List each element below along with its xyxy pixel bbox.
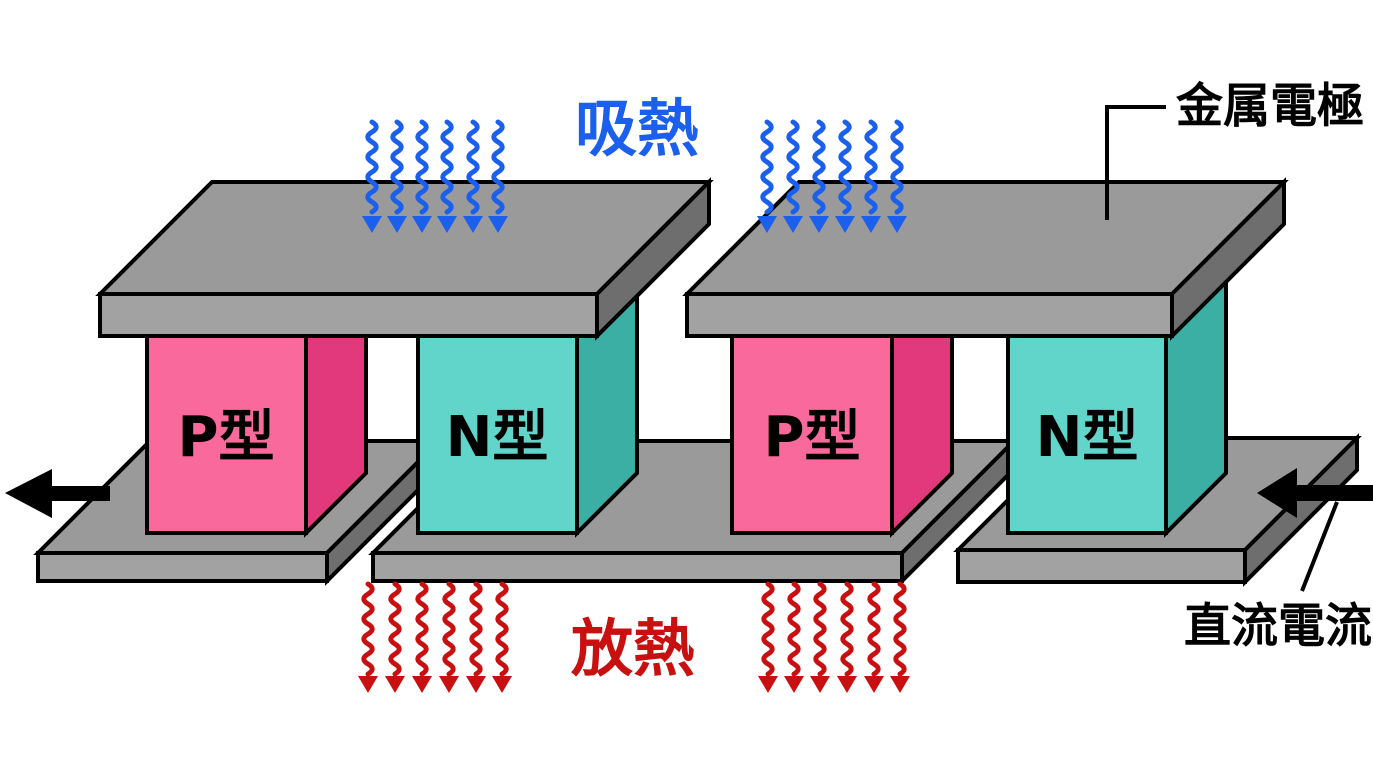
heat-dissipation-arrows [358, 581, 910, 693]
heat-wavy-arrow-icon [893, 581, 907, 677]
heat-arrowhead-icon [439, 676, 459, 693]
heat-arrowhead-icon [757, 216, 777, 233]
heat-arrowhead-icon [492, 676, 512, 693]
heat-wavy-arrow-icon [760, 119, 774, 215]
block-label-p1: P型 [177, 405, 274, 470]
heat-arrowhead-icon [385, 676, 405, 693]
block-label-n2: N型 [1036, 405, 1139, 470]
heat-arrowhead-icon [783, 216, 803, 233]
heat-arrowhead-icon [358, 676, 378, 693]
block-front-face [730, 328, 894, 535]
metal-electrode-callout: 金属電極 [1105, 79, 1364, 220]
callout-leader-line [1105, 105, 1166, 220]
block-front-face [1006, 328, 1168, 535]
plate-front-face [98, 292, 599, 338]
heat-arrowhead-icon [412, 216, 432, 233]
heat-absorption-arrows [362, 119, 907, 233]
heat-arrowhead-icon [809, 216, 829, 233]
heat-wavy-arrow-icon [787, 581, 801, 677]
heat-wavy-arrow-icon [466, 119, 480, 215]
heat-wavy-arrow-icon [864, 119, 878, 215]
plate-front-face [956, 548, 1247, 584]
callout-leader-line [1300, 501, 1339, 592]
heat-arrowhead-icon [412, 676, 432, 693]
dc-current-label: 直流電流 [1184, 599, 1372, 654]
heat-wavy-arrow-icon [415, 581, 429, 677]
heat-arrowhead-icon [864, 676, 884, 693]
heat-arrowhead-icon [887, 216, 907, 233]
block-n-type-2: N型 [1006, 265, 1228, 538]
heat-arrowhead-icon [837, 676, 857, 693]
heat-arrowhead-icon [488, 216, 508, 233]
heat-arrowhead-icon [890, 676, 910, 693]
block-front-face [145, 328, 308, 535]
block-label-p2: P型 [763, 405, 860, 470]
plate-front-face [36, 551, 329, 583]
heat-arrowhead-icon [362, 216, 382, 233]
heat-wavy-arrow-icon [361, 581, 375, 677]
block-front-face [416, 328, 579, 535]
metal-electrode-label: 金属電極 [1175, 79, 1364, 134]
heat-wavy-arrow-icon [442, 581, 456, 677]
heat-wavy-arrow-icon [415, 119, 429, 215]
heat-wavy-arrow-icon [469, 581, 483, 677]
top-electrode-right [682, 177, 1289, 341]
heat-arrowhead-icon [463, 216, 483, 233]
block-label-n1: N型 [446, 405, 549, 470]
heat-wavy-arrow-icon [491, 119, 505, 215]
heat-wavy-arrow-icon [812, 119, 826, 215]
plate-front-face [371, 551, 904, 583]
heat-absorption-label: 吸熱 [575, 92, 699, 165]
heat-wavy-arrow-icon [840, 581, 854, 677]
heat-wavy-arrow-icon [838, 119, 852, 215]
dc-current-callout: 直流電流 [1184, 501, 1372, 654]
plate-front-face [685, 292, 1174, 338]
current-arrow-right-icon [1257, 468, 1373, 518]
heat-arrowhead-icon [387, 216, 407, 233]
heat-wavy-arrow-icon [890, 119, 904, 215]
heat-wavy-arrow-icon [495, 581, 509, 677]
heat-arrowhead-icon [466, 676, 486, 693]
heat-wavy-arrow-icon [813, 581, 827, 677]
heat-wavy-arrow-icon [390, 119, 404, 215]
heat-arrowhead-icon [835, 216, 855, 233]
heat-wavy-arrow-icon [786, 119, 800, 215]
heat-arrowhead-icon [810, 676, 830, 693]
heat-arrowhead-icon [437, 216, 457, 233]
heat-wavy-arrow-icon [867, 581, 881, 677]
heat-wavy-arrow-icon [440, 119, 454, 215]
current-arrow-left-icon [5, 469, 110, 518]
heat-arrowhead-icon [758, 676, 778, 693]
heat-dissipation-label: 放熱 [571, 612, 695, 685]
heat-wavy-arrow-icon [388, 581, 402, 677]
heat-wavy-arrow-icon [365, 119, 379, 215]
heat-arrowhead-icon [784, 676, 804, 693]
heat-wavy-arrow-icon [761, 581, 775, 677]
top-electrode-left [95, 177, 714, 341]
heat-arrowhead-icon [861, 216, 881, 233]
